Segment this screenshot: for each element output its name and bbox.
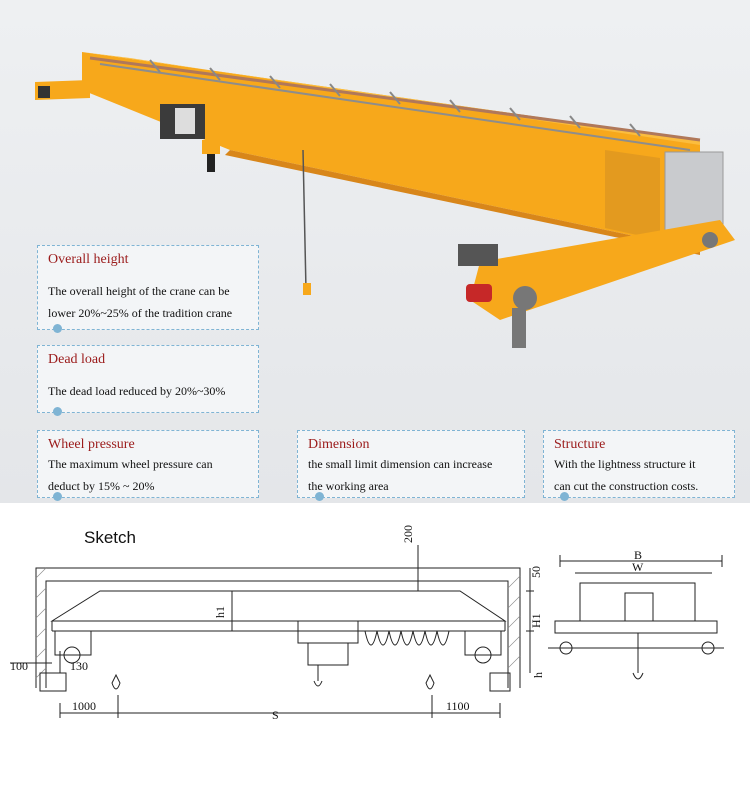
card-desc-line2: deduct by 15% ~ 20% bbox=[48, 479, 155, 493]
card-title: Dead load bbox=[48, 352, 106, 367]
card-title: Overall height bbox=[48, 252, 129, 267]
dim-H1: H1 bbox=[529, 613, 543, 628]
dim-B: B bbox=[634, 548, 642, 562]
card-dimension: Dimension the small limit dimension can … bbox=[297, 430, 525, 498]
dim-100: 100 bbox=[10, 659, 28, 673]
dim-1100: 1100 bbox=[446, 699, 470, 713]
card-desc-line1: With the lightness structure it bbox=[554, 457, 696, 471]
sketch-title: Sketch bbox=[84, 528, 136, 547]
card-structure: Structure With the lightness structure i… bbox=[543, 430, 735, 498]
dim-200: 200 bbox=[401, 525, 415, 543]
card-desc-line1: the small limit dimension can increase bbox=[308, 457, 493, 471]
dim-h1: h1 bbox=[213, 606, 227, 618]
card-desc-line1: The maximum wheel pressure can bbox=[48, 457, 213, 471]
dim-W: W bbox=[632, 560, 644, 574]
card-overall-height: Overall height The overall height of the… bbox=[37, 245, 259, 330]
sketch-drawing: 200 50 h1 H1 h 100 130 1000 S 1100 B W bbox=[10, 525, 724, 722]
dim-S: S bbox=[272, 708, 279, 722]
card-title: Wheel pressure bbox=[48, 437, 135, 452]
card-desc-line1: The overall height of the crane can be bbox=[48, 284, 230, 298]
dim-50: 50 bbox=[529, 566, 543, 578]
card-wheel-pressure: Wheel pressure The maximum wheel pressur… bbox=[37, 430, 259, 498]
card-title: Dimension bbox=[308, 437, 370, 452]
card-title: Structure bbox=[554, 437, 606, 452]
card-dead-load: Dead load The dead load reduced by 20%~3… bbox=[37, 345, 259, 413]
card-dot bbox=[315, 492, 324, 501]
card-desc-line1: The dead load reduced by 20%~30% bbox=[48, 384, 226, 398]
card-desc-line2: the working area bbox=[308, 479, 389, 493]
card-dot bbox=[53, 324, 62, 333]
crane-illustration bbox=[35, 52, 735, 348]
card-desc-line2: lower 20%~25% of the tradition crane bbox=[48, 306, 233, 320]
dim-1000: 1000 bbox=[72, 699, 96, 713]
card-desc-line2: can cut the construction costs. bbox=[554, 479, 699, 493]
product-render-panel: Overall height The overall height of the… bbox=[0, 0, 750, 503]
card-dot bbox=[53, 492, 62, 501]
card-dot bbox=[53, 407, 62, 416]
dim-130: 130 bbox=[70, 659, 88, 673]
card-dot bbox=[560, 492, 569, 501]
dim-h: h bbox=[531, 672, 545, 678]
sketch-panel bbox=[0, 503, 750, 800]
